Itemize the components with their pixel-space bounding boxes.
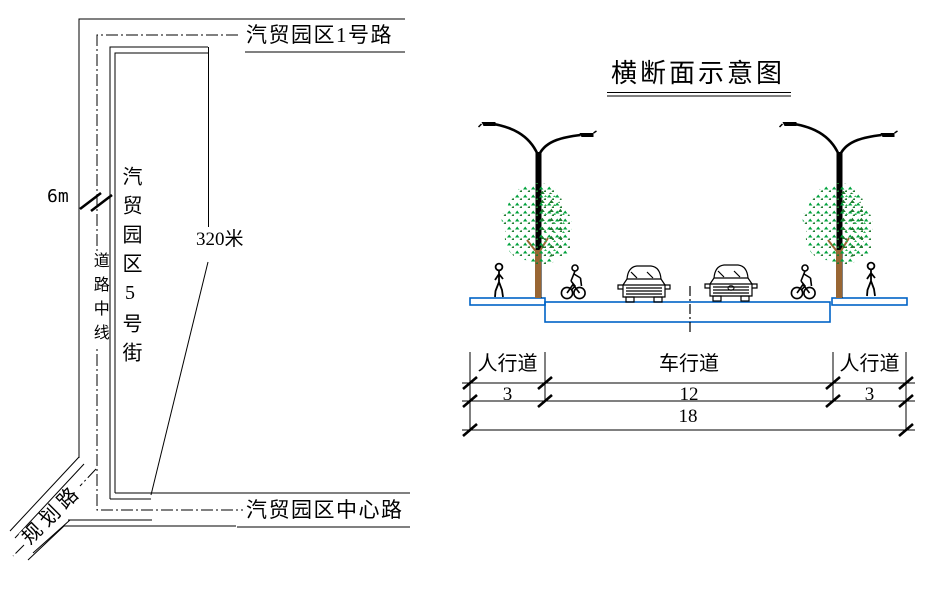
car-right bbox=[704, 264, 758, 302]
section-title-underline bbox=[607, 92, 791, 97]
road-edge-lines bbox=[64, 18, 410, 528]
street-name-label: 汽贸园区5号街 bbox=[119, 166, 141, 371]
centerline-label: 道路中线 bbox=[90, 251, 108, 349]
plan-view bbox=[9, 18, 410, 561]
sidewalk-left-label: 人行道 bbox=[477, 353, 538, 375]
cross-section bbox=[462, 92, 915, 437]
total-width: 18 bbox=[678, 406, 698, 427]
car-left bbox=[617, 265, 671, 303]
roadway-band bbox=[544, 301, 831, 323]
sidewalk-right-width: 3 bbox=[864, 384, 875, 405]
sidewalk-left-width: 3 bbox=[502, 384, 513, 405]
section-title: 横断面示意图 bbox=[610, 59, 785, 88]
pedestrian-left bbox=[494, 262, 504, 298]
half-width-label: 6m bbox=[47, 186, 69, 207]
top-road-label: 汽贸园区1号路 bbox=[246, 23, 393, 47]
pedestrian-right bbox=[866, 261, 876, 297]
street-tree-left bbox=[500, 182, 573, 299]
left-sidewalk-band bbox=[469, 297, 546, 306]
ground-profile bbox=[469, 297, 908, 323]
carriageway-label: 车行道 bbox=[659, 353, 719, 375]
right-sidewalk-band bbox=[831, 297, 908, 306]
cyclist-right bbox=[790, 264, 816, 300]
block-length-label: 320米 bbox=[196, 229, 244, 250]
block-length-line bbox=[150, 261, 209, 496]
carriageway-width: 12 bbox=[679, 384, 699, 405]
sidewalk-right-label: 人行道 bbox=[839, 353, 900, 375]
road-centerlines bbox=[12, 34, 243, 557]
bottom-road-label: 汽贸园区中心路 bbox=[246, 498, 404, 522]
six-meter-tick-marks bbox=[79, 191, 113, 213]
cyclist-left bbox=[560, 264, 586, 300]
dimension-block bbox=[462, 352, 915, 437]
street-tree-right bbox=[801, 182, 874, 299]
dimension-ticks bbox=[462, 376, 914, 437]
car-badge bbox=[727, 285, 735, 291]
